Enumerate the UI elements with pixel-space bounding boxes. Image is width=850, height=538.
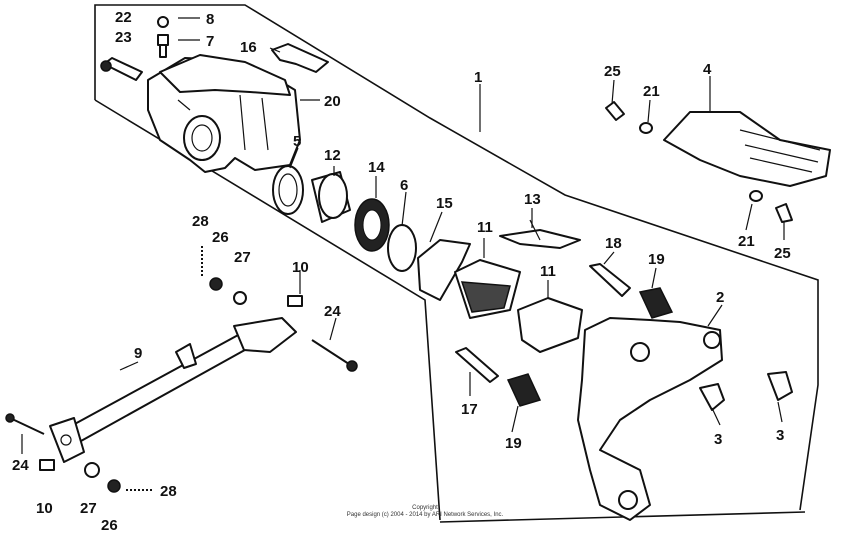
callout-19-lower[interactable]: 19 xyxy=(505,435,522,452)
pin-bolt[interactable] xyxy=(100,57,143,81)
callout-24-upper[interactable]: 24 xyxy=(324,303,341,320)
callout-labels: 1 2 3 3 4 5 6 7 8 9 10 10 11 11 12 13 14… xyxy=(12,9,791,534)
callout-6[interactable]: 6 xyxy=(400,177,408,194)
callout-28-upper[interactable]: 28 xyxy=(192,213,209,230)
screw-bottom[interactable] xyxy=(775,203,793,223)
callout-20[interactable]: 20 xyxy=(324,93,341,110)
callout-27-upper[interactable]: 27 xyxy=(234,249,251,266)
pad-guide-right[interactable] xyxy=(767,371,793,401)
callout-3-right[interactable]: 3 xyxy=(776,427,784,444)
callout-16[interactable]: 16 xyxy=(240,39,257,56)
callout-8[interactable]: 8 xyxy=(206,11,214,28)
callout-11-inner[interactable]: 11 xyxy=(540,263,556,280)
pad-guide-left[interactable] xyxy=(699,383,725,411)
retaining-ring[interactable] xyxy=(387,224,417,272)
sleeve-bolt-lower[interactable] xyxy=(455,347,499,383)
copyright-line-2: Page design (c) 2004 - 2014 by ARI Netwo… xyxy=(347,512,504,518)
callout-9[interactable]: 9 xyxy=(134,345,142,362)
copyright-line-1: Copyright xyxy=(412,505,438,511)
callout-26-upper[interactable]: 26 xyxy=(212,229,229,246)
dust-seal[interactable] xyxy=(354,198,390,252)
callout-7[interactable]: 7 xyxy=(206,33,214,50)
rod-collar-lower[interactable] xyxy=(39,459,55,471)
rod-collar-upper[interactable] xyxy=(287,295,303,307)
boot-upper[interactable] xyxy=(638,287,674,319)
copyright-notice: Copyright Page design (c) 2004 - 2014 by… xyxy=(347,505,504,518)
callout-23[interactable]: 23 xyxy=(115,29,132,46)
callout-17[interactable]: 17 xyxy=(461,401,478,418)
callout-10-upper[interactable]: 10 xyxy=(292,259,309,276)
brake-pad-outer[interactable] xyxy=(454,259,521,319)
caliper-body[interactable] xyxy=(147,54,301,173)
callout-12[interactable]: 12 xyxy=(324,147,341,164)
callout-14[interactable]: 14 xyxy=(368,159,385,176)
rod-bolt-upper[interactable] xyxy=(311,339,358,372)
collar-bottom[interactable] xyxy=(749,190,763,202)
callout-15[interactable]: 15 xyxy=(436,195,453,212)
boot-lower[interactable] xyxy=(506,373,542,407)
callout-22[interactable]: 22 xyxy=(115,9,132,26)
callout-25-bottom[interactable]: 25 xyxy=(774,245,791,262)
callout-28-lower[interactable]: 28 xyxy=(160,483,177,500)
rod-washer-lower[interactable] xyxy=(84,462,100,478)
callout-10-lower[interactable]: 10 xyxy=(36,500,53,517)
callout-25-top[interactable]: 25 xyxy=(604,63,621,80)
collar-top[interactable] xyxy=(639,122,653,134)
bleeder-cap[interactable] xyxy=(157,16,169,28)
rod-bolt[interactable] xyxy=(5,413,45,435)
callout-19-upper[interactable]: 19 xyxy=(648,251,665,268)
pin-bolt-upper[interactable] xyxy=(589,263,631,297)
torque-rod[interactable] xyxy=(49,317,297,463)
callout-11-outer[interactable]: 11 xyxy=(477,219,493,236)
callout-3-left[interactable]: 3 xyxy=(714,431,722,448)
caliper-guard[interactable] xyxy=(663,111,831,187)
callout-4[interactable]: 4 xyxy=(703,61,712,78)
leader-lines xyxy=(21,17,785,454)
brake-pad-inner[interactable] xyxy=(517,297,583,353)
callout-18[interactable]: 18 xyxy=(605,235,622,252)
pad-spring[interactable] xyxy=(271,43,329,73)
bleeder-valve[interactable] xyxy=(157,34,169,58)
callout-5[interactable]: 5 xyxy=(293,133,301,150)
piston[interactable] xyxy=(311,171,351,223)
rod-nut-upper[interactable] xyxy=(209,277,223,291)
rod-nut-lower[interactable] xyxy=(107,479,121,493)
callout-21-bottom[interactable]: 21 xyxy=(738,233,755,250)
callout-13[interactable]: 13 xyxy=(524,191,541,208)
rod-washer-upper[interactable] xyxy=(233,291,247,305)
callout-27-lower[interactable]: 27 xyxy=(80,500,97,517)
pad-shim[interactable] xyxy=(417,239,471,301)
callout-1[interactable]: 1 xyxy=(474,69,482,86)
callout-26-lower[interactable]: 26 xyxy=(101,517,118,534)
caliper-bracket[interactable] xyxy=(577,317,723,521)
callout-21-top[interactable]: 21 xyxy=(643,83,660,100)
piston-seal[interactable] xyxy=(272,165,304,215)
screw-top[interactable] xyxy=(605,101,625,121)
pad-retainer[interactable] xyxy=(499,219,581,249)
callout-2[interactable]: 2 xyxy=(716,289,724,306)
callout-24-lower[interactable]: 24 xyxy=(12,457,29,474)
